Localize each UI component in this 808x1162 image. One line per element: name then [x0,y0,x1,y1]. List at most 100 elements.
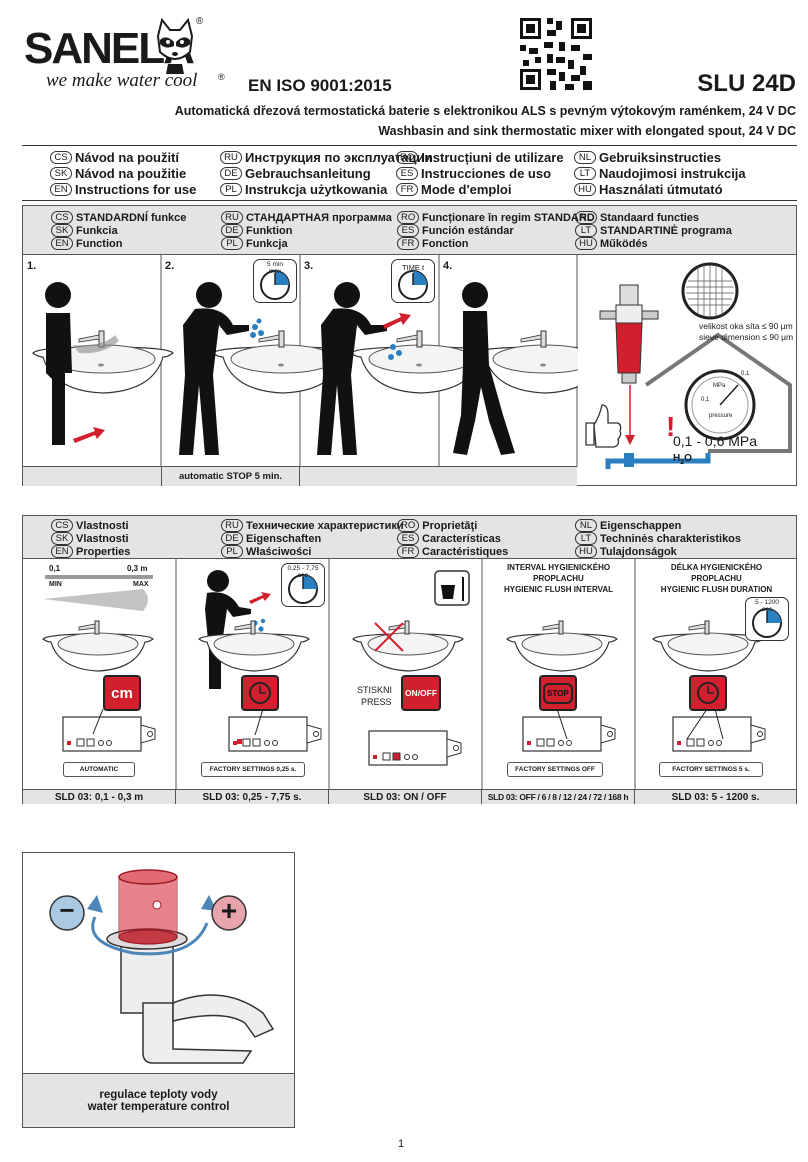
stop-sign-icon: STOP [543,682,573,704]
lang-text: Características [422,532,501,545]
lang-text: Mode d'emploi [421,181,512,197]
lang-text: STANDARDNÍ funkce [76,211,187,224]
press-en: PRESS [361,697,392,707]
mesh-size-cs: velikost oka síta ≤ 90 µm [699,321,793,331]
interval-setting-button: STOP [539,675,577,711]
spec-duration: SLD 03: 5 - 1200 s. [671,791,760,803]
lang-text: Properties [76,545,131,558]
lang-code-badge: CS [51,211,73,224]
tagline: we make water cool [46,70,198,91]
properties-panel: 0,1 0,3 m MIN MAX cm AUTOMATIC 0,25 - 7,… [22,558,797,804]
auto-stop-caption: automatic STOP 5 min. [161,466,300,486]
lang-code-badge: DE [220,166,242,180]
spec-interval: SLD 03: OFF / 6 / 8 / 12 / 24 / 72 / 168… [482,790,635,804]
interval-cs-1: INTERVAL HYGIENICKÉHO [506,563,611,572]
interval-cs-2: PROPLACHU [533,574,584,583]
timer-max-label: max [268,268,282,275]
range-max-label: MAX [133,581,149,588]
lang-text: Gebruiksinstructies [599,149,722,165]
caption-bar-right [300,466,577,486]
lang-code-badge: ES [397,224,419,237]
lang-code-badge: SK [51,532,73,545]
lang-code-badge: LT [575,532,597,545]
timer-time-t-icon: TIME t [391,259,435,303]
timer-5min-icon: 5 min max [253,259,297,303]
water-label: H2O [673,453,692,466]
step-2-number: 2. [165,260,175,272]
function-steps-illustration [32,255,578,467]
lang-text: Funkcja [246,237,288,250]
press-cs: STISKNI [357,685,393,695]
subtitle-cs: Automatická dřezová termostatická bateri… [174,104,796,118]
duration-cs-2: PROPLACHU [691,574,742,583]
lang-code-badge: SK [51,224,73,237]
lang-text: Instrucciones de uso [421,165,552,181]
timer-5-1200-icon: 5 - 1200 sec [745,597,789,641]
lang-code-badge: PL [221,545,243,558]
lang-text: Naudojimosi instrukcija [599,165,746,181]
lang-code-badge: ES [396,166,418,180]
lang-text: Vlastnosti [76,532,129,545]
temperature-caption: regulace teploty vody water temperature … [23,1073,294,1127]
brand-logo: SANELA ® we make water cool ® [24,16,225,98]
lang-text: Function [76,237,123,250]
spec-bar: SLD 03: 0,1 - 0,3 m SLD 03: 0,25 - 7,75 … [23,789,796,804]
clock-icon [249,682,271,704]
timer-5-1200-unit: sec [761,606,773,613]
step-4-number: 4. [443,260,453,272]
range-min-label: MIN [49,581,62,588]
range-setting-button: cm [103,675,141,711]
onoff-button: ON/OFF [401,675,441,711]
lang-text: Gebrauchsanleitung [245,165,371,181]
lang-code-badge: DE [221,224,243,237]
lang-text: Funcționare în regim STANDARD [422,211,595,224]
lang-text: Технические характеристики [246,519,404,532]
raccoon-mascot-icon [156,18,194,74]
factory-025-pill: FACTORY SETTINGS 0,25 s. [201,762,305,777]
lang-code-badge: HU [575,237,597,250]
lang-text: Techninės charakteristikos [600,532,742,545]
range-min-value: 0,1 [49,564,61,573]
spec-range: SLD 03: 0,1 - 0,3 m [23,790,176,804]
lang-text: Caractéristiques [422,545,509,558]
lang-text: Właściwości [246,545,312,558]
gauge-unit: MPa [713,383,726,389]
duration-cs-1: DÉLKA HYGIENICKÉHO [670,563,763,572]
lang-text: СТАНДАРТНАЯ программа [246,211,392,224]
registered-mark-2: ® [218,72,225,82]
lang-code-badge: NL [575,519,597,532]
page-number: 1 [398,1138,405,1150]
lang-code-badge: LT [575,224,597,237]
factory-off-pill: FACTORY SETTINGS OFF [507,762,603,777]
lang-code-badge: ES [397,532,419,545]
qr-code-icon [520,18,592,90]
minus-icon: − [59,895,75,925]
lang-text: Standaard functies [600,211,700,224]
lang-code-badge: HU [574,182,596,196]
